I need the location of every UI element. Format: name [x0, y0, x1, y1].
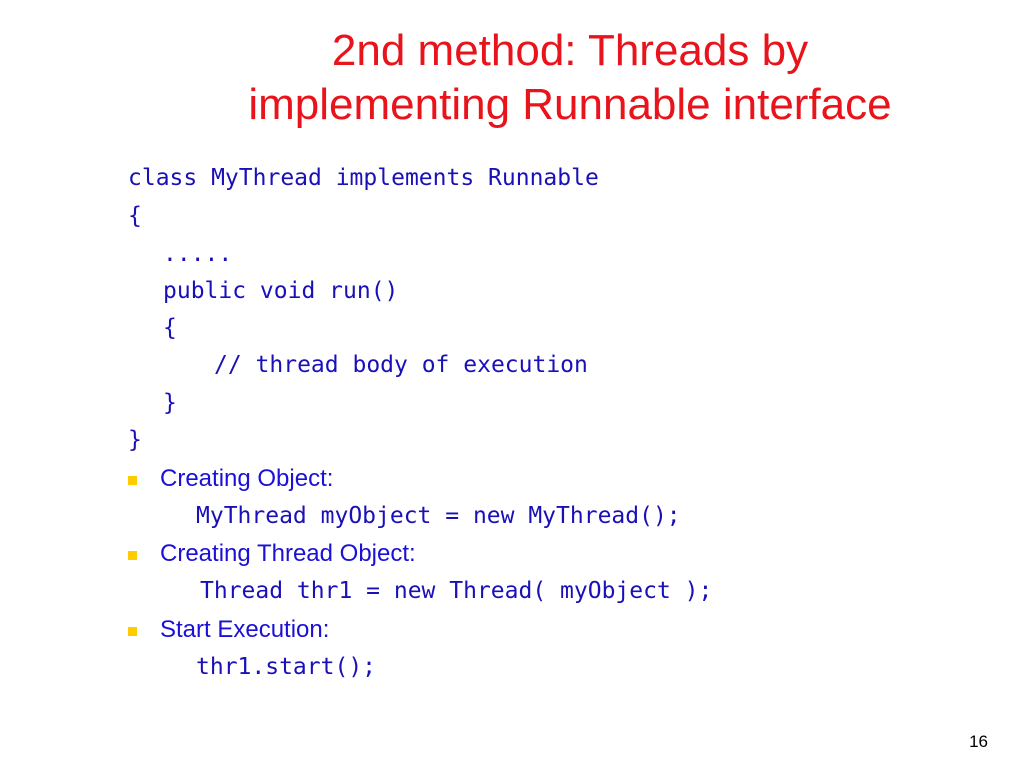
code-line-close-brace: } — [128, 427, 142, 453]
code-line-method-open-brace: { — [163, 315, 177, 341]
code-line-comment: // thread body of execution — [214, 352, 588, 378]
slide-title: 2nd method: Threads by implementing Runn… — [140, 24, 1000, 132]
code-line-run-method: public void run() — [163, 278, 399, 304]
title-line-1: 2nd method: Threads by — [331, 26, 809, 75]
title-line-2: implementing Runnable interface — [248, 80, 892, 129]
bullet-code-creating-thread-object: Thread thr1 = new Thread( myObject ); — [200, 578, 713, 604]
code-line-class-declaration: class MyThread implements Runnable — [128, 165, 599, 191]
bullet-marker — [128, 476, 137, 485]
bullet-code-start-execution: thr1.start(); — [196, 654, 377, 680]
code-line-ellipsis: ..... — [163, 241, 233, 267]
bullet-label-creating-thread-object: Creating Thread Object: — [160, 540, 416, 567]
code-line-method-close-brace: } — [163, 390, 177, 416]
bullet-label-creating-object: Creating Object: — [160, 465, 334, 492]
bullet-marker — [128, 627, 137, 636]
code-line-open-brace: { — [128, 203, 142, 229]
bullet-label-start-execution: Start Execution: — [160, 616, 330, 643]
bullet-code-creating-object: MyThread myObject = new MyThread(); — [196, 503, 681, 529]
bullet-marker — [128, 551, 137, 560]
slide-page-number: 16 — [969, 732, 988, 751]
